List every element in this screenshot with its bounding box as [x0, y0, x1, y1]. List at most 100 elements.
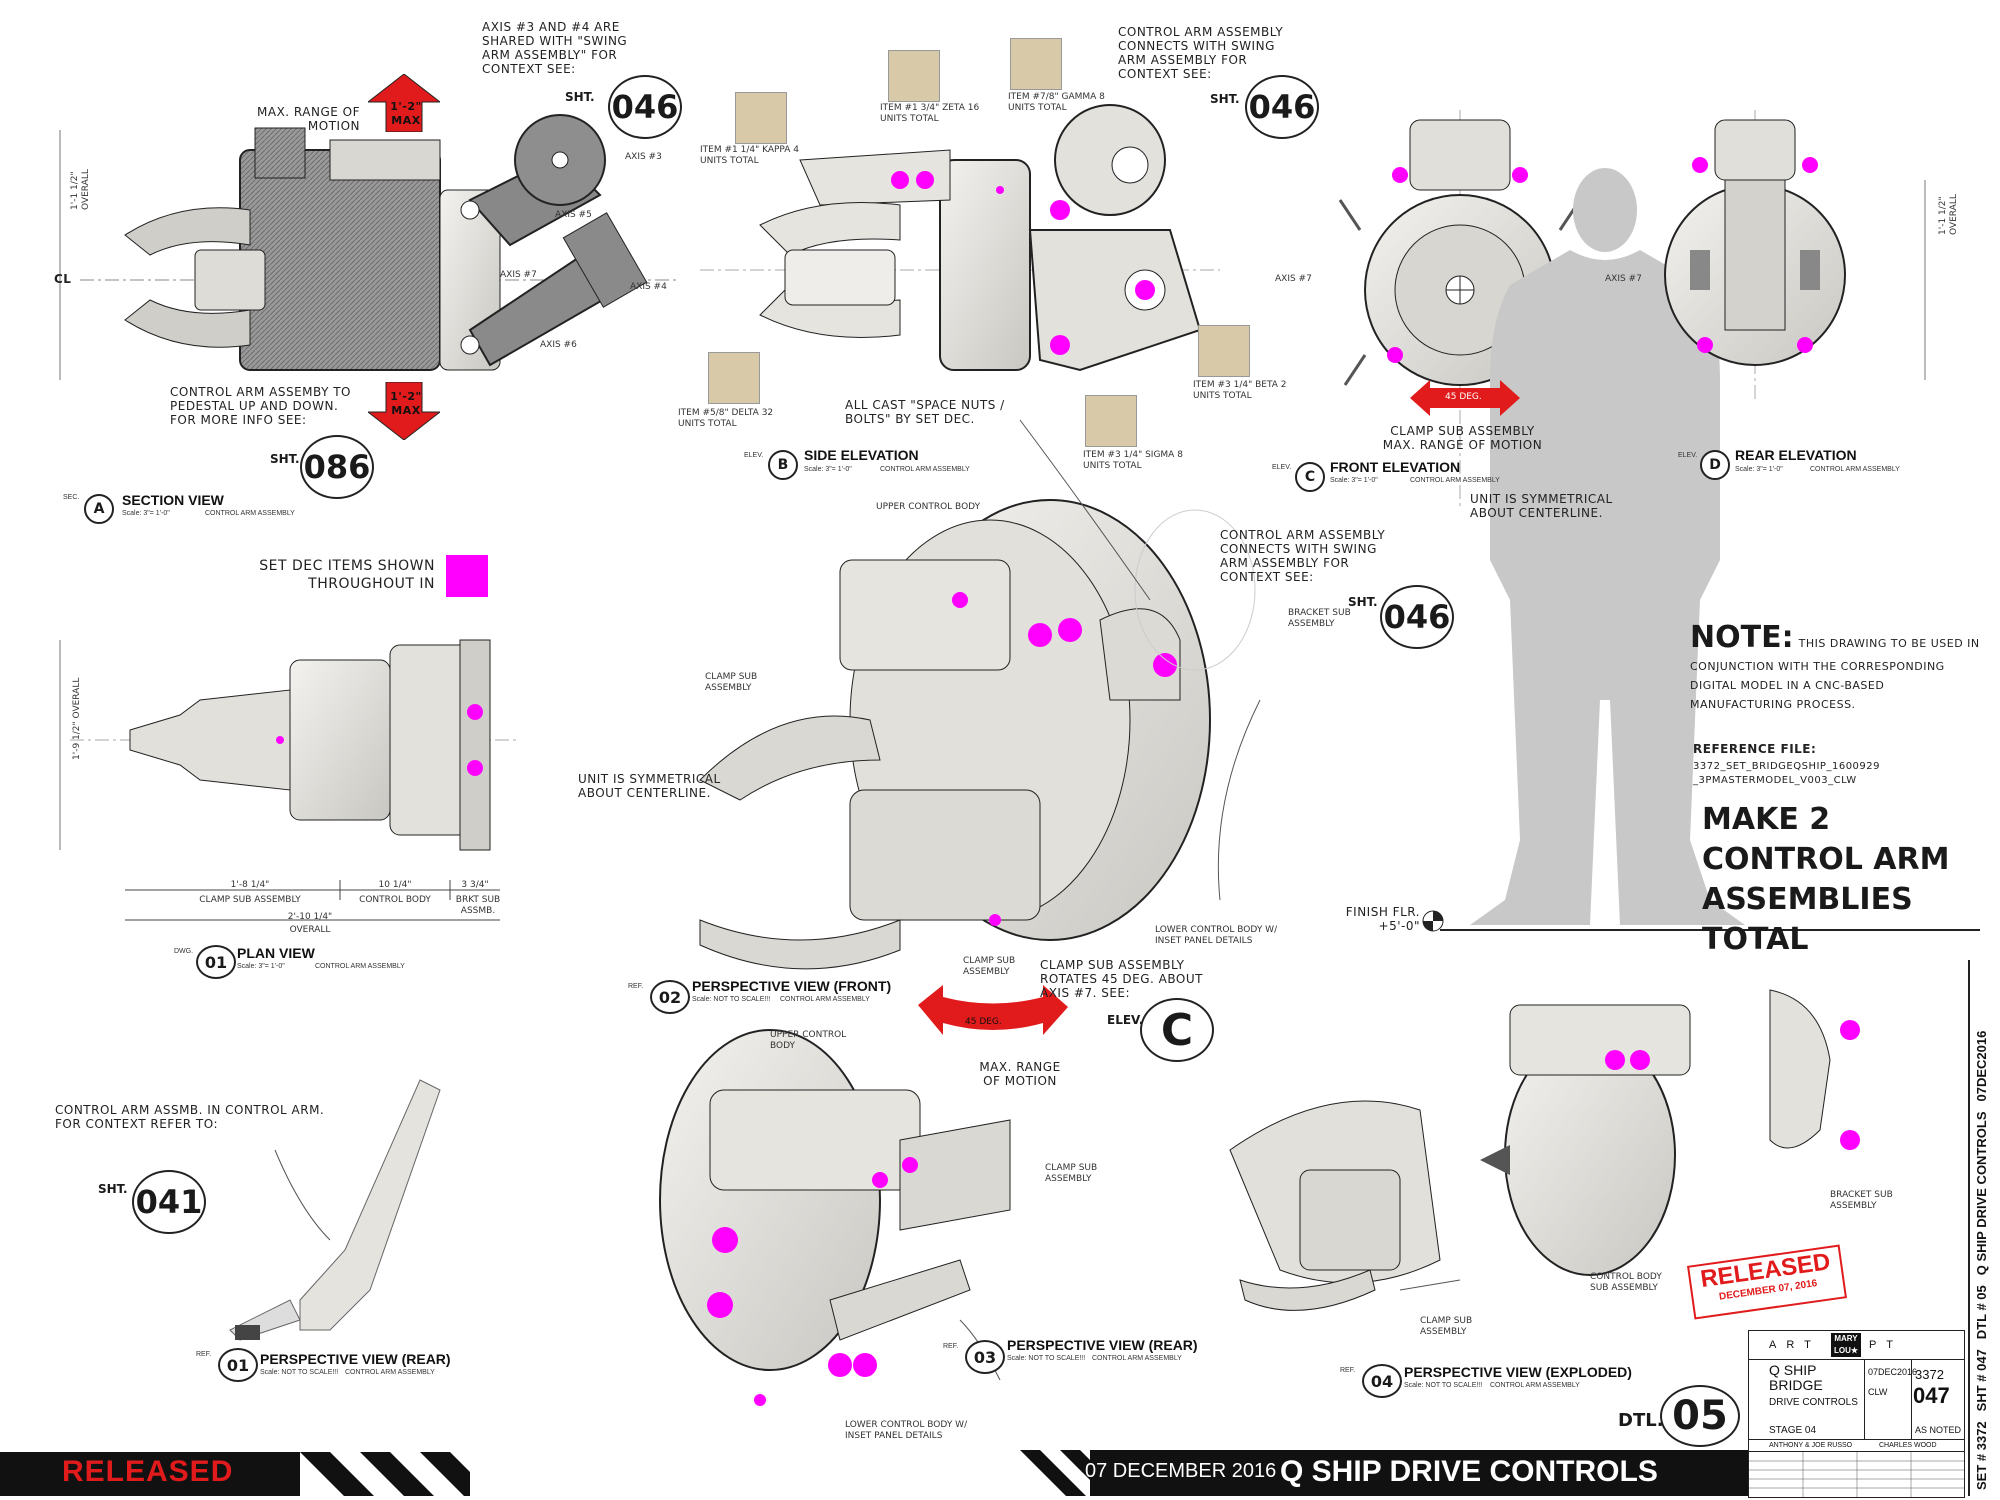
reference-file-label: REFERENCE FILE:	[1693, 742, 1817, 756]
view-scale: Scale: 3"= 1'-0"	[237, 963, 285, 970]
axis7-front-label: AXIS #7	[1275, 274, 1312, 284]
axis-shared-note: AXIS #3 AND #4 ARE SHARED WITH "SWING AR…	[482, 20, 628, 76]
section-marker-icon[interactable]: D	[1700, 450, 1730, 480]
axis3-label: AXIS #3	[625, 152, 662, 162]
section-marker-icon[interactable]: 03	[965, 1340, 1005, 1374]
view-ref-label: REF.	[628, 983, 644, 990]
ctrl-arm-assmb-note: CONTROL ARM ASSMB. IN CONTROL ARM. FOR C…	[55, 1103, 325, 1131]
section-marker-icon[interactable]: A	[84, 494, 114, 524]
ctrl-connects-note-a: CONTROL ARM ASSEMBLY CONNECTS WITH SWING…	[1118, 25, 1284, 81]
arrow-down-icon	[366, 381, 442, 441]
pedestal-note: CONTROL ARM ASSEMBY TO PEDESTAL UP AND D…	[170, 385, 352, 427]
perspective-exploded-drawing	[1229, 989, 1860, 1311]
datum-marker-icon	[1422, 910, 1444, 932]
axis4-label: AXIS #4	[630, 282, 667, 292]
sht-046-bubble[interactable]: 046	[608, 75, 682, 139]
footer-title: Q SHIP DRIVE CONTROLS	[1280, 1455, 1658, 1488]
axis6-label: AXIS #6	[540, 340, 577, 350]
section-marker-icon[interactable]: 02	[650, 980, 690, 1014]
bracket-label-a: BRACKET SUB ASSEMBLY	[1288, 608, 1351, 629]
item-zeta-image	[888, 50, 940, 102]
title-block: ART DEPT MARY LOU★ Q SHIP BRIDGE DRIVE C…	[1748, 1330, 1965, 1498]
finish-floor-label: FINISH FLR. +5'-0"	[1345, 905, 1420, 933]
sht-086-bubble[interactable]: 086	[300, 435, 374, 499]
control-arm-perspective-drawing	[229, 1079, 441, 1341]
elev-c-bubble[interactable]: C	[1140, 998, 1214, 1062]
tb-set-no: 3372	[1915, 1367, 1944, 1382]
perspective-rear-small-title: PERSPECTIVE VIEW (REAR)	[260, 1351, 451, 1367]
note-heading: NOTE:	[1690, 620, 1794, 655]
view-part: CONTROL ARM ASSEMBLY	[315, 963, 405, 970]
axis5-label: AXIS #5	[555, 210, 592, 220]
clamp-label-b: CLAMP SUB ASSEMBLY	[963, 956, 1016, 977]
view-part: CONTROL ARM ASSEMBLY	[1490, 1382, 1580, 1389]
perspective-rear-title: PERSPECTIVE VIEW (REAR)	[1007, 1337, 1198, 1353]
view-part: CONTROL ARM ASSEMBLY	[1410, 477, 1500, 484]
item-beta-label: ITEM #3 1/4" BETA 2 UNITS TOTAL	[1193, 380, 1287, 401]
section-view-title: SECTION VIEW	[122, 492, 224, 508]
item-kappa-label: ITEM #1 1/4" KAPPA 4 UNITS TOTAL	[700, 145, 799, 166]
note-body: THIS DRAWING TO BE USED IN CONJUNCTION W…	[1690, 637, 1980, 711]
dim-overall: 2'-10 1/4"	[287, 912, 333, 922]
tb-grid	[1749, 1452, 1964, 1497]
max-range-label: MAX. RANGE OF MOTION	[257, 105, 360, 133]
upper-body-label-b: UPPER CONTROL BODY	[770, 1030, 847, 1051]
view-scale: Scale: 3"= 1'-0"	[122, 510, 170, 517]
front-elevation-title: FRONT ELEVATION	[1330, 459, 1461, 475]
section-marker-icon[interactable]: 01	[196, 945, 236, 979]
dim-brkt-label: BRKT SUB ASSMB.	[455, 895, 501, 916]
tb-logo-top: MARY	[1834, 1334, 1858, 1343]
footer-right-bar	[1090, 1450, 1750, 1496]
perspective-front-title: PERSPECTIVE VIEW (FRONT)	[692, 978, 892, 994]
view-ref-label: SEC.	[63, 494, 80, 501]
set-dec-swatch	[446, 555, 488, 597]
set-dec-note: SET DEC ITEMS SHOWN THROUGHOUT IN	[259, 558, 435, 592]
tb-directors: ANTHONY & JOE RUSSO	[1769, 1442, 1853, 1449]
rear-elevation-title: REAR ELEVATION	[1735, 447, 1857, 463]
sht-046-bubble[interactable]: 046	[1380, 585, 1454, 649]
dim-overall-label: OVERALL	[289, 925, 331, 935]
symmetrical-note-a: UNIT IS SYMMETRICAL ABOUT CENTERLINE.	[1470, 492, 1613, 520]
item-kappa-image	[735, 92, 787, 144]
view-part: CONTROL ARM ASSEMBLY	[345, 1369, 435, 1376]
sht-041-bubble[interactable]: 041	[132, 1170, 206, 1234]
plan-view-title: PLAN VIEW	[237, 945, 315, 961]
sidebar-title: Q SHIP DRIVE CONTROLS	[1974, 1111, 1989, 1276]
perspective-rear-drawing	[659, 1029, 1011, 1406]
tb-sheet-no: 047	[1913, 1383, 1950, 1408]
view-scale: Scale: 3"= 1'-0"	[1330, 477, 1378, 484]
sht-046-bubble[interactable]: 046	[1245, 75, 1319, 139]
section-marker-icon[interactable]: 01	[218, 1348, 258, 1382]
view-ref-label: REF.	[196, 1351, 212, 1358]
elev-label: ELEV.	[1107, 1013, 1144, 1027]
side-elevation-title: SIDE ELEVATION	[804, 447, 919, 463]
sidebar-strip: SET # 3372 SHT # 047 DTL # 05 Q SHIP DRI…	[1974, 960, 1989, 1490]
view-scale: Scale: NOT TO SCALE!!!	[692, 996, 771, 1003]
dim-clamp-label: CLAMP SUB ASSEMBLY	[199, 895, 301, 905]
lower-body-label-b: LOWER CONTROL BODY W/ INSET PANEL DETAIL…	[845, 1420, 968, 1441]
clamp-label-c: CLAMP SUB ASSEMBLY	[1045, 1163, 1098, 1184]
reference-file: 3372_SET_BRIDGEQSHIP_1600929 _3PMASTERMO…	[1693, 761, 1881, 786]
view-scale: Scale: NOT TO SCALE!!!	[260, 1369, 339, 1376]
perspective-exploded-title: PERSPECTIVE VIEW (EXPLODED)	[1404, 1364, 1632, 1380]
all-cast-note: ALL CAST "SPACE NUTS / BOLTS" BY SET DEC…	[845, 398, 1005, 426]
section-marker-icon[interactable]: 04	[1362, 1364, 1402, 1398]
section-marker-icon[interactable]: B	[768, 450, 798, 480]
footer-stripes	[300, 1452, 470, 1496]
tb-stage: STAGE 04	[1769, 1425, 1817, 1436]
tb-set: Q SHIP BRIDGE	[1769, 1362, 1823, 1393]
sidebar-set: SET # 3372	[1974, 1421, 1989, 1490]
item-delta-image	[708, 352, 760, 404]
dim-clamp: 1'-8 1/4"	[230, 880, 270, 890]
leader-lines	[274, 419, 1980, 1381]
sht-label: SHT.	[98, 1182, 128, 1196]
item-zeta-label: ITEM #1 3/4" ZETA 16 UNITS TOTAL	[880, 103, 980, 124]
section-marker-icon[interactable]: C	[1295, 462, 1325, 492]
section-view-drawing	[59, 114, 680, 380]
max-up-label: 1'-2" MAX	[390, 100, 422, 127]
sidebar-sht: SHT # 047	[1974, 1349, 1989, 1412]
make-two-note: MAKE 2 CONTROL ARM ASSEMBLIES TOTAL	[1702, 802, 1950, 957]
footer-date: 07 DECEMBER 2016	[1085, 1460, 1277, 1482]
axis7-rear-label: AXIS #7	[1605, 274, 1642, 284]
view-scale: Scale: NOT TO SCALE!!!	[1007, 1355, 1086, 1362]
